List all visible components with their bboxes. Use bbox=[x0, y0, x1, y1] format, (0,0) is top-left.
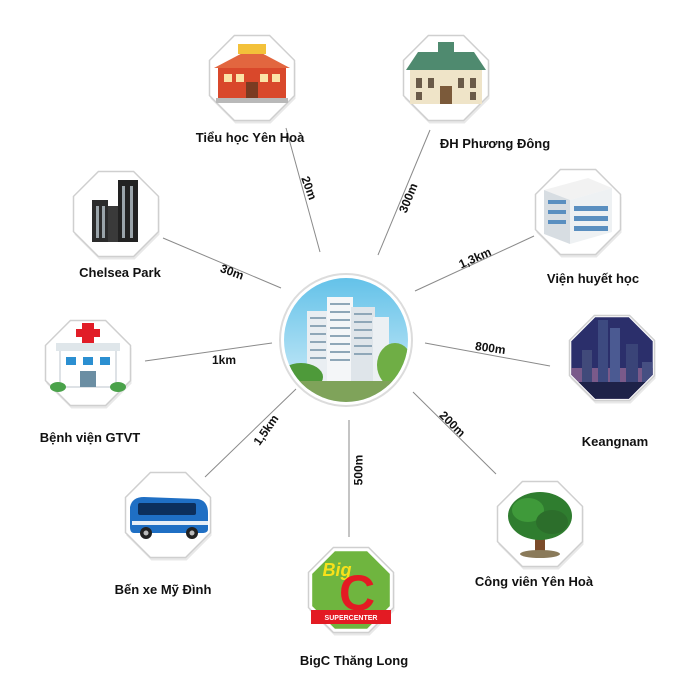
connector-line-benh-vien-gtvt bbox=[144, 342, 273, 362]
university-building-icon bbox=[402, 34, 490, 124]
connector-line-vien-huyet-hoc bbox=[414, 235, 535, 292]
place-label-dh-phuong-dong: ĐH Phương Đông bbox=[439, 136, 551, 151]
distance-label-bigc-thang-long: 500m bbox=[350, 454, 365, 486]
skyscraper-night-icon bbox=[568, 314, 656, 404]
center-apartment-icon bbox=[279, 273, 413, 407]
office-tower-icon bbox=[72, 170, 160, 260]
institute-building-icon bbox=[534, 168, 622, 258]
svg-text:C: C bbox=[339, 565, 375, 621]
place-label-tieu-hoc-yen-hoa: Tiểu học Yên Hoà bbox=[195, 130, 305, 145]
connector-line-ben-xe-my-dinh bbox=[204, 388, 297, 478]
place-label-chelsea-park: Chelsea Park bbox=[79, 265, 161, 280]
connector-line-keangnam bbox=[424, 342, 551, 367]
svg-text:SUPERCENTER: SUPERCENTER bbox=[325, 615, 378, 622]
school-building-icon bbox=[208, 34, 296, 124]
bus-icon bbox=[124, 471, 212, 561]
svg-text:Big: Big bbox=[323, 560, 352, 580]
place-label-benh-vien-gtvt: Bệnh viện GTVT bbox=[39, 430, 141, 445]
hospital-icon bbox=[44, 319, 132, 409]
tree-icon bbox=[496, 480, 584, 570]
place-label-vien-huyet-hoc: Viện huyết học bbox=[546, 271, 640, 286]
place-label-cong-vien-yen-hoa: Công viên Yên Hoà bbox=[474, 574, 594, 589]
connector-line-chelsea-park bbox=[162, 237, 282, 289]
distance-label-benh-vien-gtvt: 1km bbox=[212, 353, 237, 367]
connector-line-dh-phuong-dong bbox=[377, 129, 431, 256]
place-label-keangnam: Keangnam bbox=[581, 434, 649, 449]
connector-line-cong-vien-yen-hoa bbox=[412, 391, 497, 475]
place-label-bigc-thang-long: BigC Thăng Long bbox=[299, 653, 409, 668]
place-label-ben-xe-my-dinh: Bến xe Mỹ Đình bbox=[114, 582, 212, 597]
bigc-logo: SUPERCENTER Big C bbox=[307, 546, 395, 636]
connector-line-tieu-hoc-yen-hoa bbox=[285, 127, 321, 253]
